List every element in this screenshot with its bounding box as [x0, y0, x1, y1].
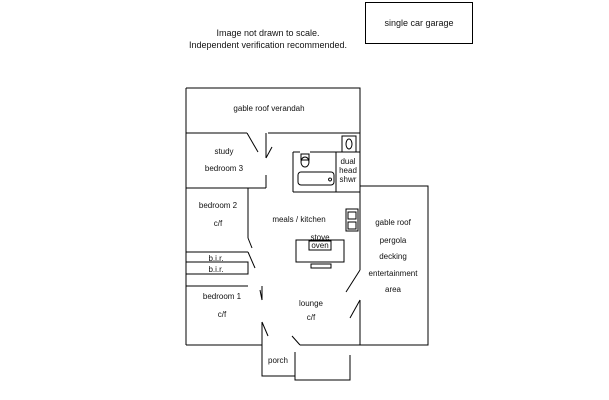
door-swing-lounge: [261, 321, 269, 337]
door-swing-bedroom1: [259, 289, 263, 301]
kitchen-sink-icon: [345, 208, 359, 232]
label-lounge-cf: c/f: [306, 313, 316, 322]
label-decking: decking: [379, 252, 407, 261]
porch-outline: [261, 345, 295, 377]
toilet-cistern-icon: [300, 153, 310, 161]
label-area: area: [384, 285, 402, 294]
label-verandah: gable roof verandah: [233, 104, 305, 113]
basin-icon: [345, 138, 353, 150]
label-porch: porch: [267, 356, 289, 365]
door-swing-front: [291, 335, 301, 346]
bathtub-icon: [297, 171, 335, 186]
bathtub-drain-icon: [328, 177, 332, 182]
label-stove: stove: [310, 233, 330, 242]
label-bedroom-2-cf: c/f: [213, 219, 223, 228]
label-entertainment: entertainment: [368, 269, 418, 278]
label-pergola-gable-roof: gable roof: [375, 218, 411, 227]
disclaimer-line-1: Image not drawn to scale.: [216, 28, 320, 38]
toilet-bowl-icon: [300, 156, 310, 168]
label-bedroom-2: bedroom 2: [198, 201, 238, 210]
single-car-garage-box: single car garage: [365, 2, 473, 44]
label-bir-2: b.i.r.: [208, 265, 224, 274]
label-bedroom-3: bedroom 3: [204, 164, 244, 173]
label-meals-kitchen: meals / kitchen: [272, 215, 326, 224]
porch-step: [294, 352, 351, 381]
sink-bowl-1-icon: [347, 211, 357, 220]
door-swing-bir: [247, 251, 256, 269]
door-swing-verandah: [246, 132, 259, 153]
label-shwr: shwr: [339, 175, 357, 184]
label-bedroom-1: bedroom 1: [202, 292, 242, 301]
sink-bowl-2-icon: [347, 221, 357, 230]
pergola-outline: [360, 185, 429, 346]
walls: [185, 87, 429, 381]
label-study: study: [214, 147, 234, 156]
door-swing-pergola-lower: [349, 299, 361, 319]
label-dual: dual: [340, 157, 356, 166]
kitchen-island: [295, 239, 345, 263]
garage-label: single car garage: [384, 18, 454, 28]
label-head: head: [339, 166, 357, 175]
label-oven: oven: [311, 241, 329, 250]
fixtures: [297, 135, 359, 251]
label-pergola: pergola: [379, 236, 407, 245]
door-swing-pergola-upper: [345, 269, 361, 293]
door-swing-bedroom2: [247, 237, 253, 249]
label-bir-1: b.i.r.: [208, 254, 224, 263]
verandah-outline: [186, 87, 361, 133]
label-lounge: lounge: [298, 299, 324, 308]
oven-box: [308, 240, 332, 251]
dishwasher: [310, 263, 332, 269]
disclaimer-line-2: Independent verification recommended.: [188, 40, 348, 50]
disclaimer-note: Image not drawn to scale. Independent ve…: [189, 27, 347, 51]
label-bedroom-1-cf: c/f: [217, 310, 227, 319]
vanity-icon: [341, 135, 357, 153]
door-swing-study: [265, 146, 273, 159]
